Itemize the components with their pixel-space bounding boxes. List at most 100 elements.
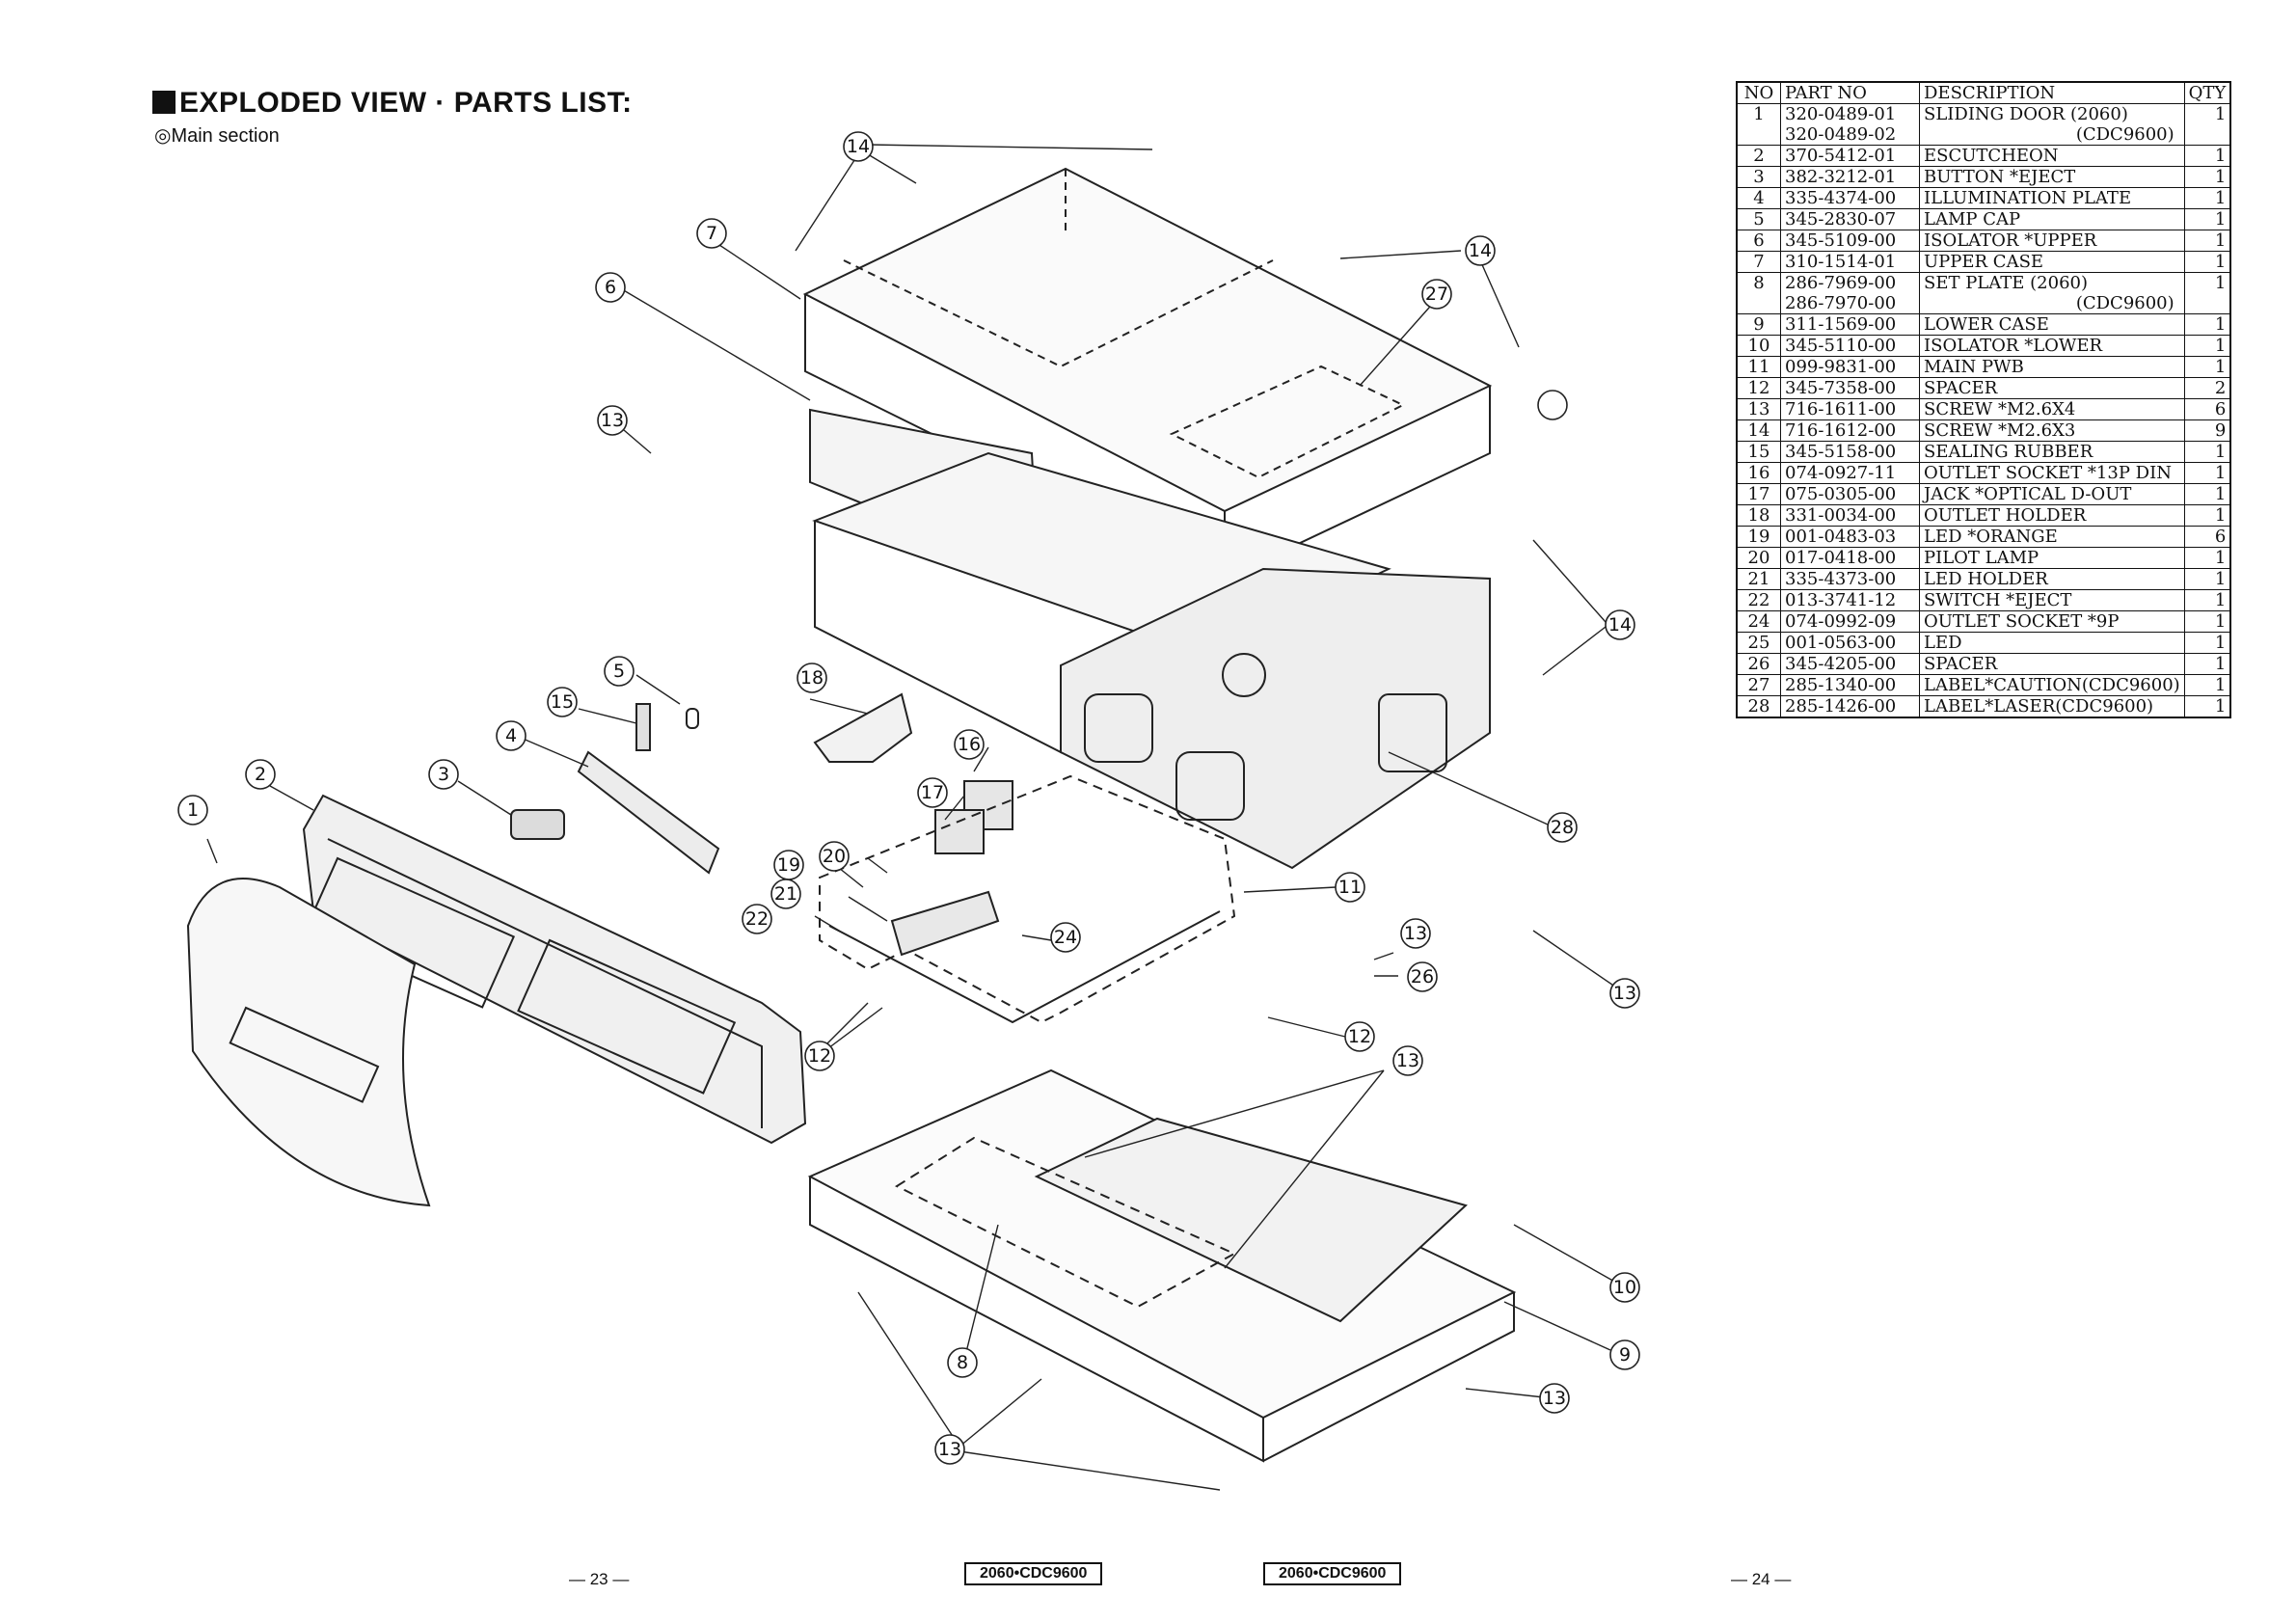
page-title-text: EXPLODED VIEW · PARTS LIST: xyxy=(179,87,633,119)
cell-qty: 1 xyxy=(2183,166,2231,188)
cell-no-value: 10 xyxy=(1747,336,1770,356)
cell-part-no-value: 075-0305-00 xyxy=(1785,484,1897,504)
cell-no-value: 9 xyxy=(1753,314,1765,335)
cell-part-no-value-2: 320-0489-02 xyxy=(1785,124,1897,145)
callout-5: 5 xyxy=(613,661,625,682)
cell-no: 28 xyxy=(1736,695,1781,718)
cell-description: SWITCH *EJECT xyxy=(1919,589,2185,611)
callout-9: 9 xyxy=(1619,1344,1631,1366)
cell-part-no: 345-5109-00 xyxy=(1780,230,1920,252)
callout-13e: 13 xyxy=(938,1439,961,1460)
cell-description-value: PILOT LAMP xyxy=(1924,548,2039,568)
cell-qty-value: 1 xyxy=(2214,336,2227,356)
cell-description-value: ISOLATOR *LOWER xyxy=(1924,336,2103,356)
cell-qty: 1 xyxy=(2183,230,2231,252)
cell-description: UPPER CASE xyxy=(1919,251,2185,273)
cell-no-value: 4 xyxy=(1753,188,1765,208)
cell-description: OUTLET HOLDER xyxy=(1919,504,2185,527)
cell-part-no-value: 310-1514-01 xyxy=(1785,252,1897,272)
col-header-no: NO xyxy=(1736,81,1781,104)
cell-part-no: 013-3741-12 xyxy=(1780,589,1920,611)
cell-description-value: SCREW *M2.6X4 xyxy=(1924,399,2076,419)
cell-part-no-value: 017-0418-00 xyxy=(1785,548,1897,568)
cell-no-value: 7 xyxy=(1753,252,1765,272)
callout-10: 10 xyxy=(1613,1277,1636,1298)
cell-description: ILLUMINATION PLATE xyxy=(1919,187,2185,209)
cell-part-no-value: 345-5158-00 xyxy=(1785,442,1897,462)
cell-qty-value: 6 xyxy=(2214,527,2227,547)
cell-description-value: MAIN PWB xyxy=(1924,357,2024,377)
cell-part-no: 716-1611-00 xyxy=(1780,398,1920,420)
cell-qty: 6 xyxy=(2183,526,2231,548)
page-title: EXPLODED VIEW · PARTS LIST: xyxy=(152,87,633,120)
cell-no: 22 xyxy=(1736,589,1781,611)
cell-qty-value: 1 xyxy=(2214,654,2227,674)
cell-description-value: SET PLATE (2060) xyxy=(1924,273,2088,293)
callout-14b: 14 xyxy=(1469,240,1492,261)
cell-no: 9 xyxy=(1736,313,1781,336)
cell-part-no-value: 285-1426-00 xyxy=(1785,696,1897,717)
cell-qty: 1 xyxy=(2183,208,2231,230)
cell-no: 27 xyxy=(1736,674,1781,696)
cell-no-value: 28 xyxy=(1747,696,1770,717)
cell-no-value: 21 xyxy=(1747,569,1770,589)
callout-12a: 12 xyxy=(808,1045,831,1067)
callout-15: 15 xyxy=(551,691,574,713)
cell-description: SPACER xyxy=(1919,377,2185,399)
callout-14c: 14 xyxy=(1608,614,1632,636)
callout-6: 6 xyxy=(605,277,616,298)
cell-no-value: 16 xyxy=(1747,463,1770,483)
cell-part-no: 285-1426-00 xyxy=(1780,695,1920,718)
cell-part-no-value-2: 286-7970-00 xyxy=(1785,293,1897,313)
callout-11: 11 xyxy=(1338,877,1362,898)
cell-no-value: 22 xyxy=(1747,590,1770,610)
cell-no-value: 27 xyxy=(1747,675,1770,695)
callout-28: 28 xyxy=(1551,817,1574,838)
cell-part-no-value: 285-1340-00 xyxy=(1785,675,1897,695)
cell-part-no: 017-0418-00 xyxy=(1780,547,1920,569)
cell-qty: 1 xyxy=(2183,313,2231,336)
cell-no: 2 xyxy=(1736,145,1781,167)
cell-no-value: 24 xyxy=(1747,611,1770,632)
model-label-right: 2060•CDC9600 xyxy=(1263,1562,1402,1585)
cell-part-no: 345-4205-00 xyxy=(1780,653,1920,675)
cell-no-value: 1 xyxy=(1753,104,1765,124)
cell-no: 4 xyxy=(1736,187,1781,209)
callout-2: 2 xyxy=(255,764,266,785)
cell-part-no-value: 099-9831-00 xyxy=(1785,357,1897,377)
cell-description-value: UPPER CASE xyxy=(1924,252,2044,272)
cell-qty-value: 1 xyxy=(2214,146,2227,166)
cell-description-value-2: (CDC9600) xyxy=(2075,124,2174,145)
cell-no: 16 xyxy=(1736,462,1781,484)
cell-description-value: LED *ORANGE xyxy=(1924,527,2058,547)
cell-description-value: LABEL*LASER(CDC9600) xyxy=(1924,696,2154,717)
cell-description-value: SPACER xyxy=(1924,378,1998,398)
cell-qty: 1 xyxy=(2183,251,2231,273)
cell-part-no-value: 074-0992-09 xyxy=(1785,611,1897,632)
cell-qty: 9 xyxy=(2183,419,2231,442)
cell-part-no: 285-1340-00 xyxy=(1780,674,1920,696)
cell-qty-value: 2 xyxy=(2214,378,2227,398)
cell-description-value: LED xyxy=(1924,633,1962,653)
cell-no: 10 xyxy=(1736,335,1781,357)
cell-description: LABEL*CAUTION(CDC9600) xyxy=(1919,674,2185,696)
cell-description: LAMP CAP xyxy=(1919,208,2185,230)
cell-part-no-value: 286-7969-00 xyxy=(1785,273,1897,293)
cell-no-value: 13 xyxy=(1747,399,1770,419)
cell-qty: 1 xyxy=(2183,653,2231,675)
cell-description: LED *ORANGE xyxy=(1919,526,2185,548)
table-header-row: NO PART NO DESCRIPTION QTY xyxy=(1736,81,2231,104)
page-number-left: — 23 — xyxy=(569,1570,630,1588)
cell-part-no: 716-1612-00 xyxy=(1780,419,1920,442)
